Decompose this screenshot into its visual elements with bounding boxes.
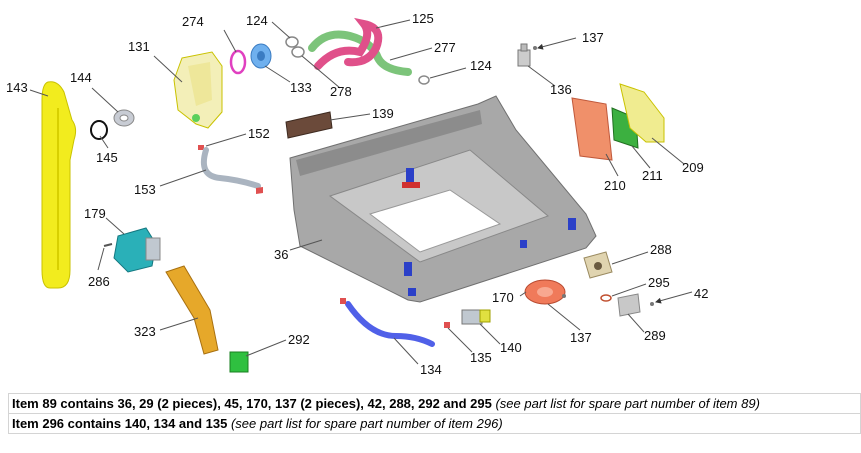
part-124-clamp-a xyxy=(285,36,299,48)
part-179-pump xyxy=(113,227,161,273)
note-item-89-hint: (see part list for spare part number of … xyxy=(495,396,760,411)
label-278: 278 xyxy=(330,84,352,99)
label-295: 295 xyxy=(648,275,670,290)
part-131-housing xyxy=(173,51,223,129)
part-289-plate xyxy=(617,293,641,317)
note-item-296-text: Item 296 contains 140, 134 and 135 xyxy=(12,416,228,431)
label-143: 143 xyxy=(6,80,28,95)
part-36-base-frame xyxy=(289,95,597,303)
label-286: 286 xyxy=(88,274,110,289)
label-153: 153 xyxy=(134,182,156,197)
part-135-clip xyxy=(444,322,450,328)
label-277: 277 xyxy=(434,40,456,55)
part-210-bracket xyxy=(571,97,613,161)
label-152: 152 xyxy=(248,126,270,141)
part-137-screw-top xyxy=(533,46,537,50)
part-323-duct xyxy=(165,265,219,355)
part-139-bar xyxy=(285,111,333,139)
label-210: 210 xyxy=(604,178,626,193)
label-140: 140 xyxy=(500,340,522,355)
part-136-fitting xyxy=(517,43,531,67)
part-288-box xyxy=(583,251,613,279)
label-179: 179 xyxy=(84,206,106,221)
part-143-rail xyxy=(41,81,77,289)
label-135: 135 xyxy=(470,350,492,365)
part-170-disc xyxy=(524,279,566,305)
part-133-disc xyxy=(250,43,272,69)
part-292-clip xyxy=(229,351,249,373)
exploded-parts-diagram: 143 144 145 131 274 124 125 277 133 278 … xyxy=(6,11,708,377)
label-134: 134 xyxy=(420,362,442,377)
note-row-item-89: Item 89 contains 36, 29 (2 pieces), 45, … xyxy=(8,393,861,414)
part-134-hose xyxy=(345,301,435,347)
part-153-tube xyxy=(200,147,261,189)
label-133: 133 xyxy=(290,80,312,95)
label-139: 139 xyxy=(372,106,394,121)
part-124-clamp-a2 xyxy=(291,46,305,58)
label-136: 136 xyxy=(550,82,572,97)
label-209: 209 xyxy=(682,160,704,175)
part-134-clip xyxy=(340,298,346,304)
note-item-89: Item 89 contains 36, 29 (2 pieces), 45, … xyxy=(8,393,861,414)
part-145-oring xyxy=(90,120,108,140)
part-295-ring xyxy=(600,294,612,302)
leader-lines xyxy=(29,19,693,365)
note-item-296: Item 296 contains 140, 134 and 135 (see … xyxy=(8,413,861,434)
label-137-bottom: 137 xyxy=(570,330,592,345)
part-152-clip xyxy=(198,145,204,150)
note-item-89-text: Item 89 contains 36, 29 (2 pieces), 45, … xyxy=(12,396,492,411)
label-274: 274 xyxy=(182,14,204,29)
label-292: 292 xyxy=(288,332,310,347)
note-item-296-hint: (see part list for spare part number of … xyxy=(230,416,503,431)
label-125: 125 xyxy=(412,11,434,26)
part-144-washer xyxy=(113,109,135,127)
label-289: 289 xyxy=(644,328,666,343)
note-row-item-296: Item 296 contains 140, 134 and 135 (see … xyxy=(8,413,861,434)
label-145: 145 xyxy=(96,150,118,165)
label-42: 42 xyxy=(694,286,708,301)
part-137-screw-bottom xyxy=(562,294,566,298)
part-286-screw xyxy=(103,243,113,247)
label-323: 323 xyxy=(134,324,156,339)
part-124-clamp-b xyxy=(418,75,430,85)
label-124-top: 124 xyxy=(246,13,268,28)
label-170: 170 xyxy=(492,290,514,305)
part-125-hose-pink xyxy=(314,17,383,70)
part-140-valve xyxy=(461,309,491,325)
label-124-right: 124 xyxy=(470,58,492,73)
parts-notes-table: Item 89 contains 36, 29 (2 pieces), 45, … xyxy=(8,393,861,434)
label-144: 144 xyxy=(70,70,92,85)
part-274-oring xyxy=(229,49,247,75)
label-131: 131 xyxy=(128,39,150,54)
part-152-clip-b xyxy=(256,187,263,194)
label-137-top: 137 xyxy=(582,30,604,45)
label-211: 211 xyxy=(642,168,663,183)
part-209-cover xyxy=(619,83,665,143)
label-36: 36 xyxy=(274,247,288,262)
label-288: 288 xyxy=(650,242,672,257)
part-42-screw xyxy=(650,302,654,306)
